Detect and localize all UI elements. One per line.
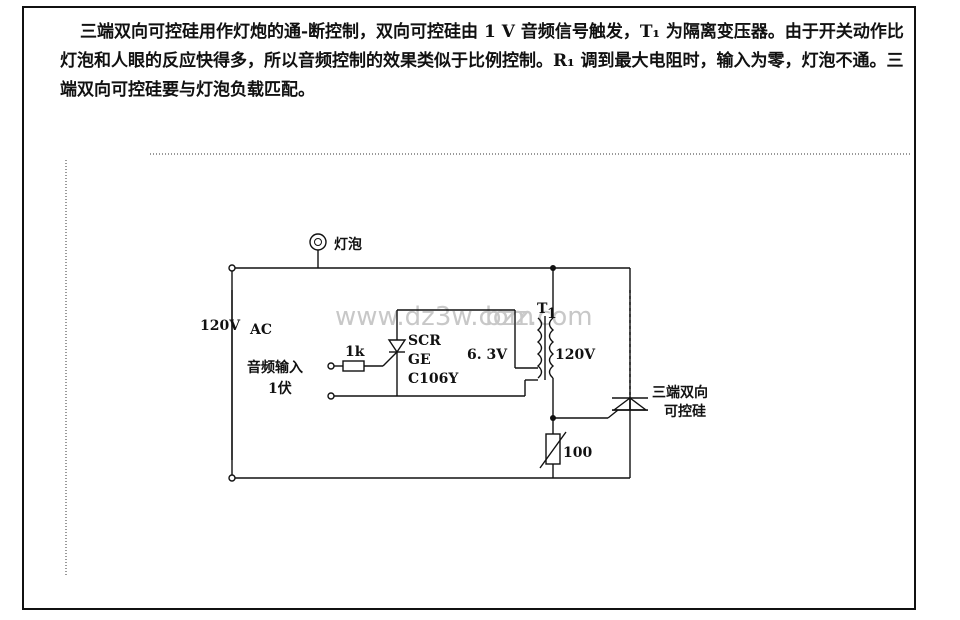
supply-sub-label: AC <box>249 322 272 338</box>
transformer-sub-label: 1 <box>547 306 557 322</box>
scr-label-line1: SCR <box>408 333 441 349</box>
description-paragraph: 三端双向可控硅用作灯炮的通-断控制，双向可控硅由 1 V 音频信号触发，T₁ 为… <box>60 22 904 100</box>
watermark-right: bzz.com <box>485 302 593 332</box>
pot-arrow <box>539 431 567 469</box>
input-terminal-bottom <box>327 392 335 400</box>
scr-gate-lead <box>382 351 398 367</box>
transformer-primary-coil <box>536 317 543 379</box>
supply-terminal-bottom <box>228 474 236 482</box>
resistor-1k-icon <box>342 360 365 372</box>
input-value-label: 1伏 <box>268 380 292 397</box>
resistor-1k-label: 1k <box>345 344 365 360</box>
scr-icon <box>387 339 407 354</box>
pot-label: 100 <box>563 445 592 461</box>
transformer-secondary-coil <box>548 317 555 379</box>
figure-frame <box>22 6 916 610</box>
gate-lead <box>607 409 619 419</box>
scr-label-line3: C106Y <box>408 371 459 387</box>
triac-icon-half <box>629 396 649 411</box>
scr-label-line2: GE <box>408 352 431 368</box>
supply-terminal-top <box>228 264 236 272</box>
triac-label-line2: 可控硅 <box>664 403 706 420</box>
triac-label-line1: 三端双向 <box>652 384 708 401</box>
lamp-label: 灯泡 <box>334 236 362 253</box>
lamp-filament-icon <box>314 238 322 246</box>
transformer-label: T <box>537 301 548 317</box>
supply-label: 120V <box>200 318 241 334</box>
primary-voltage-label: 6. 3V <box>467 347 508 363</box>
input-terminal-top <box>327 362 335 370</box>
input-label: 音频输入 <box>247 359 303 376</box>
secondary-voltage-label: 120V <box>555 347 596 363</box>
lamp-icon <box>309 233 327 251</box>
triac-icon <box>611 396 631 411</box>
watermark-left: www.dz3w.com <box>335 302 534 332</box>
